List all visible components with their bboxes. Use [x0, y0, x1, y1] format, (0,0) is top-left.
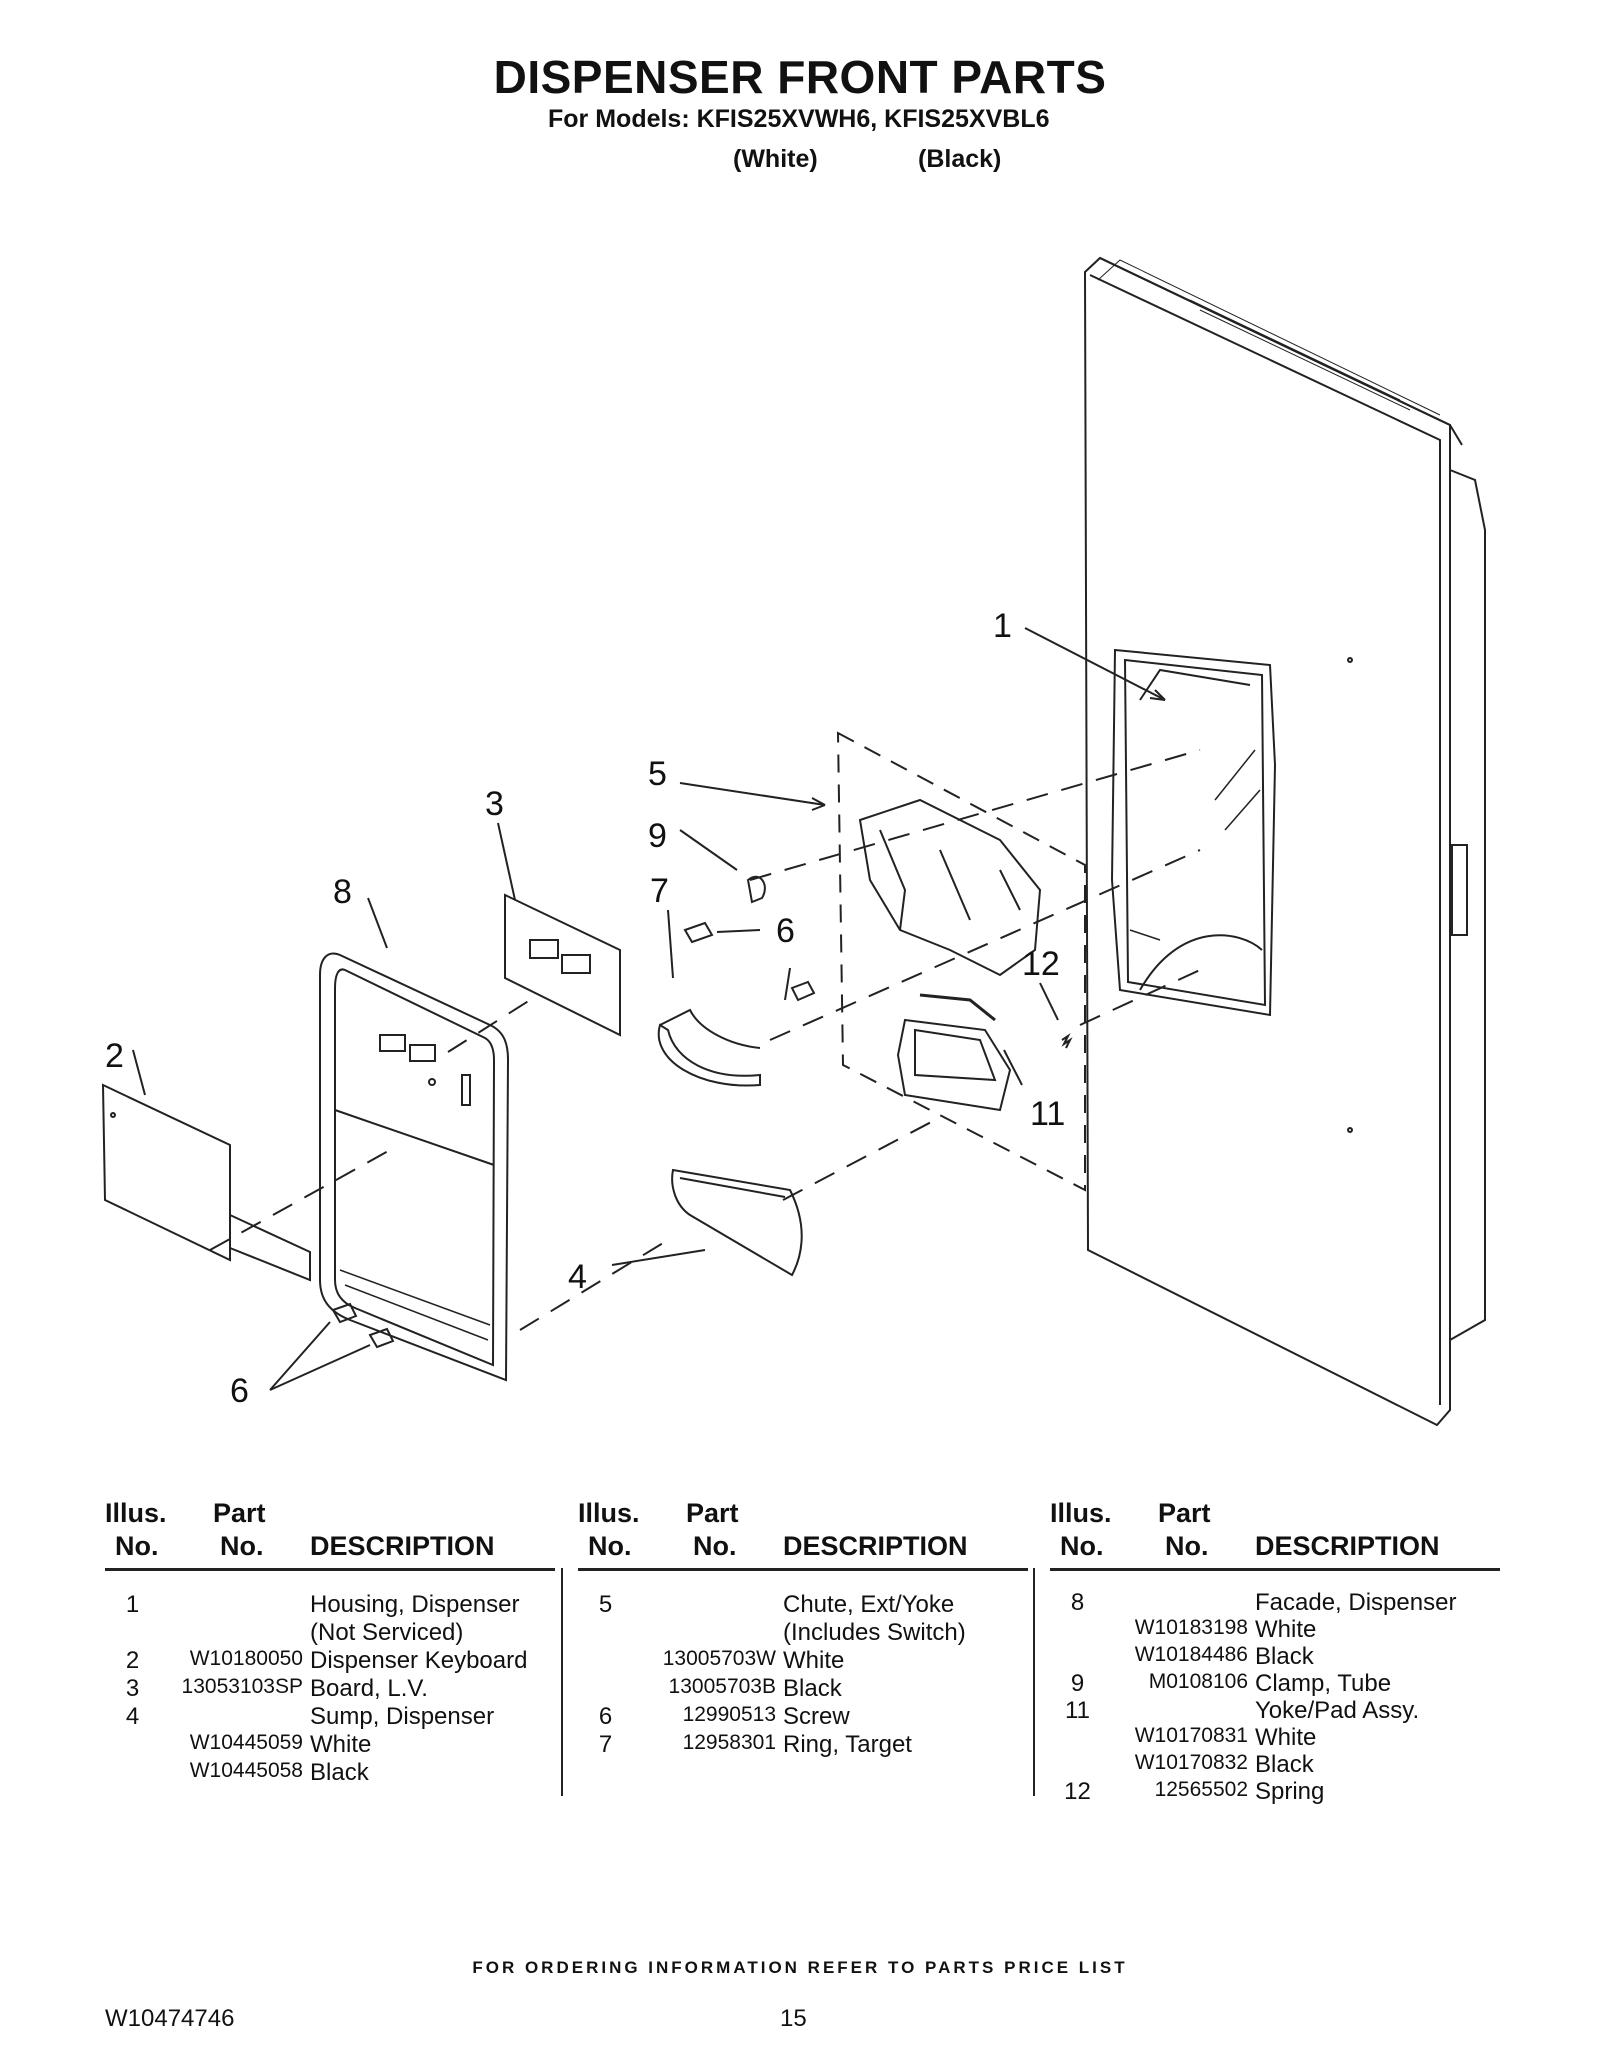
board-lv-part — [504, 893, 621, 1037]
callout-4: 4 — [568, 1258, 587, 1296]
table-header: Illus. No. Part No. DESCRIPTION — [578, 1498, 1028, 1571]
header-part-no: No. — [693, 1531, 737, 1561]
callout-6-center: 6 — [776, 912, 795, 950]
header-illus-no: No. — [1060, 1531, 1104, 1561]
callout-6-lower: 6 — [230, 1372, 249, 1410]
table-row: (Not Serviced) — [310, 1619, 464, 1646]
yoke-pad-part — [896, 993, 1012, 1112]
ordering-note: FOR ORDERING INFORMATION REFER TO PARTS … — [472, 1958, 1128, 1977]
housing-dispenser-part — [1083, 256, 1486, 1427]
ring-target-part — [657, 1008, 761, 1087]
table-header: Illus. No. Part No. DESCRIPTION — [1050, 1498, 1500, 1571]
header-illus: Illus. — [578, 1498, 640, 1528]
callout-7: 7 — [650, 872, 669, 910]
header-illus: Illus. — [1050, 1498, 1112, 1528]
chute-yoke-part — [858, 798, 1042, 977]
column-divider — [561, 1568, 563, 1796]
callout-2: 2 — [105, 1037, 124, 1075]
sump-dispenser-part — [671, 1168, 803, 1277]
header-description: DESCRIPTION — [310, 1531, 495, 1561]
table-row: (Includes Switch) — [783, 1619, 966, 1646]
header-illus: Illus. — [105, 1498, 167, 1528]
column-divider — [1033, 1568, 1035, 1796]
facade-dispenser-part — [319, 952, 510, 1382]
header-part: Part — [686, 1498, 739, 1528]
page-title: DISPENSER FRONT PARTS — [493, 51, 1107, 103]
spring-part — [1061, 1033, 1073, 1049]
header-illus-no: No. — [115, 1531, 159, 1561]
page-number: 15 — [780, 2005, 807, 2032]
header-part-no: No. — [1165, 1531, 1209, 1561]
screw-parts — [331, 921, 816, 1349]
header-description: DESCRIPTION — [1255, 1531, 1440, 1561]
color-label-white: (White) — [733, 145, 818, 173]
header-part: Part — [213, 1498, 266, 1528]
header-part-no: No. — [220, 1531, 264, 1561]
color-label-black: (Black) — [918, 145, 1002, 173]
models-subtitle: For Models: KFIS25XVWH6, KFIS25XVBL6 — [548, 105, 1050, 133]
callout-5: 5 — [648, 755, 667, 793]
header-part: Part — [1158, 1498, 1211, 1528]
callout-3: 3 — [485, 785, 504, 823]
header-description: DESCRIPTION — [783, 1531, 968, 1561]
exploded-parts-diagram: 1 2 3 4 5 6 7 8 9 11 12 6 — [101, 256, 1486, 1427]
callout-11: 11 — [1030, 1095, 1065, 1133]
callout-9: 9 — [648, 817, 667, 855]
callout-12: 12 — [1022, 945, 1060, 983]
clamp-tube-part — [746, 875, 766, 904]
callout-leaders — [132, 627, 1166, 1391]
table-header: Illus. No. Part No. DESCRIPTION — [105, 1498, 555, 1571]
callout-8: 8 — [333, 873, 352, 911]
callout-1: 1 — [993, 607, 1012, 645]
header-illus-no: No. — [588, 1531, 632, 1561]
dispenser-keyboard-part — [101, 1083, 311, 1282]
document-number: W10474746 — [105, 2005, 235, 2032]
